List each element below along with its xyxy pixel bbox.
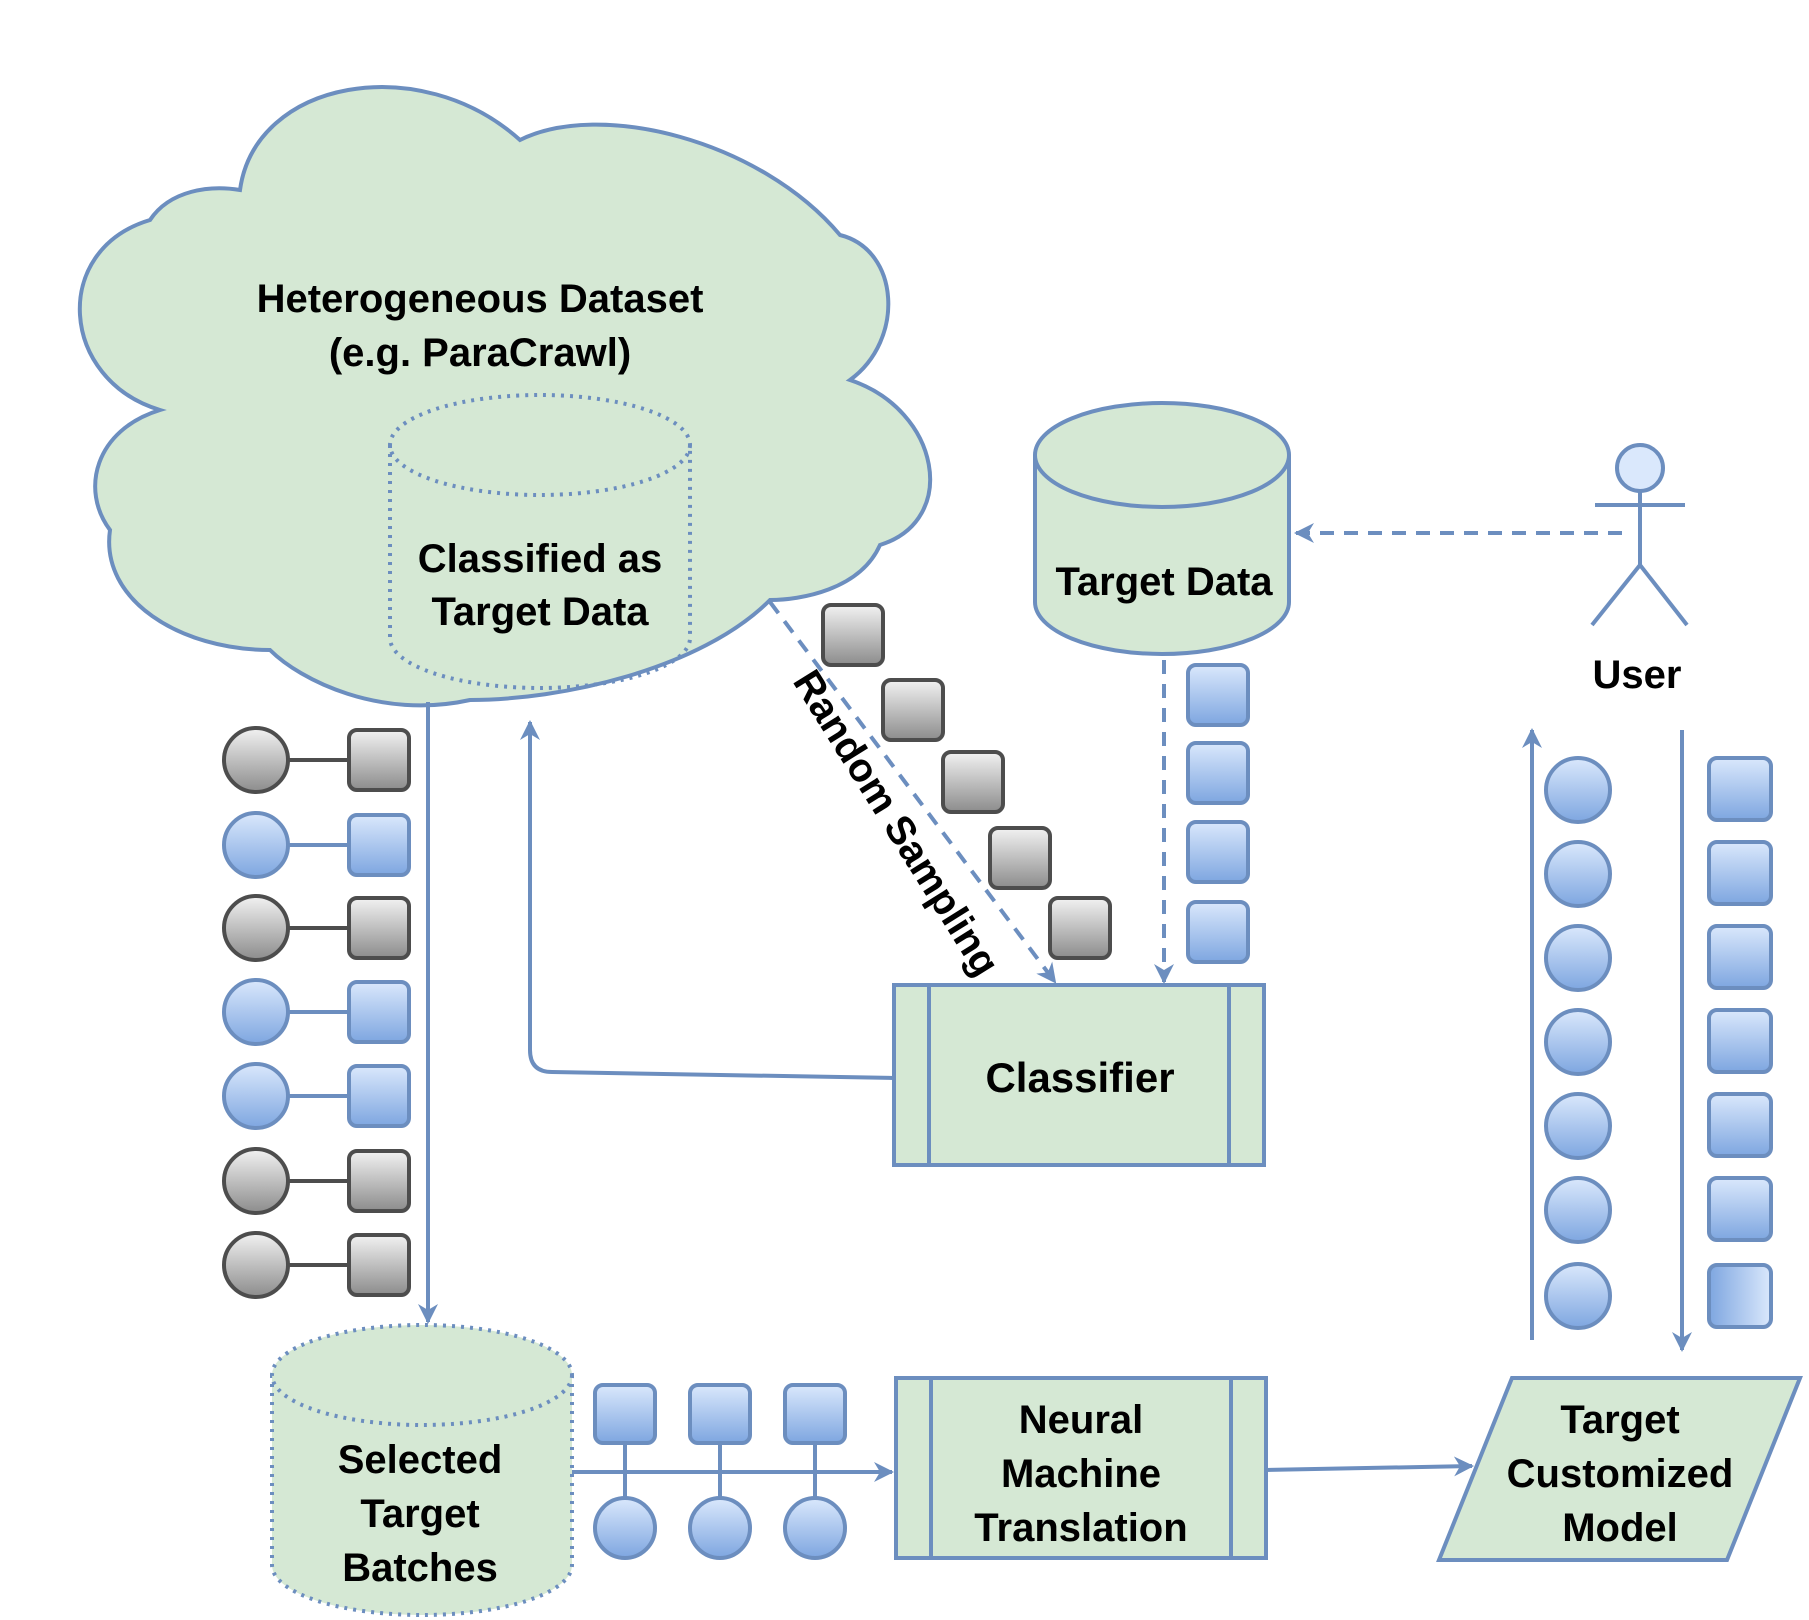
selected-label-1: Selected [338,1438,503,1482]
user-icon [1590,443,1689,627]
pair-row [222,978,411,1046]
sentence-pairs [222,726,411,1299]
nmt-label-1: Neural [1019,1398,1144,1442]
model-label-1: Target [1560,1398,1679,1442]
classified-label-2: Target Data [431,590,649,634]
batch-pair [688,1383,752,1560]
classified-label-1: Classified as [418,537,663,581]
target-sentences [1186,663,1250,964]
pair-row [222,1231,411,1299]
pair-row [222,726,411,794]
cloud-subtitle: (e.g. ParaCrawl) [329,331,631,375]
target-data-cylinder [1033,401,1291,656]
batch-pair [593,1383,657,1560]
pair-row [222,1147,411,1215]
model-label-2: Customized [1507,1452,1734,1496]
classifier-label: Classifier [985,1054,1174,1101]
pair-row [222,1062,411,1130]
input-sentences [1707,756,1773,1329]
cloud-title: Heterogeneous Dataset [257,277,704,321]
target-data-label: Target Data [1055,560,1273,604]
heterogeneous-dataset-cloud [77,85,933,708]
selected-batches-cylinder [270,1323,574,1617]
edge-classifier-to-classified [520,720,895,1080]
output-translations [1544,756,1612,1330]
nmt-box [894,1376,1268,1560]
classifier-box [892,983,1266,1167]
edge-random-sampling [768,600,1057,984]
pair-row [222,811,411,879]
nmt-label-3: Translation [974,1506,1187,1550]
edge-nmt-to-model [1265,1456,1474,1477]
selected-label-3: Batches [342,1546,498,1590]
batch-pair [783,1383,847,1560]
batch-pairs [593,1383,847,1560]
model-label-3: Model [1562,1506,1678,1550]
classified-cylinder [388,393,692,690]
pair-row [222,894,411,962]
target-model-parallelogram [1436,1376,1803,1562]
sampled-sentences [821,603,1112,960]
user-label: User [1593,653,1682,697]
selected-label-2: Target [360,1492,479,1536]
nmt-label-2: Machine [1001,1452,1161,1496]
